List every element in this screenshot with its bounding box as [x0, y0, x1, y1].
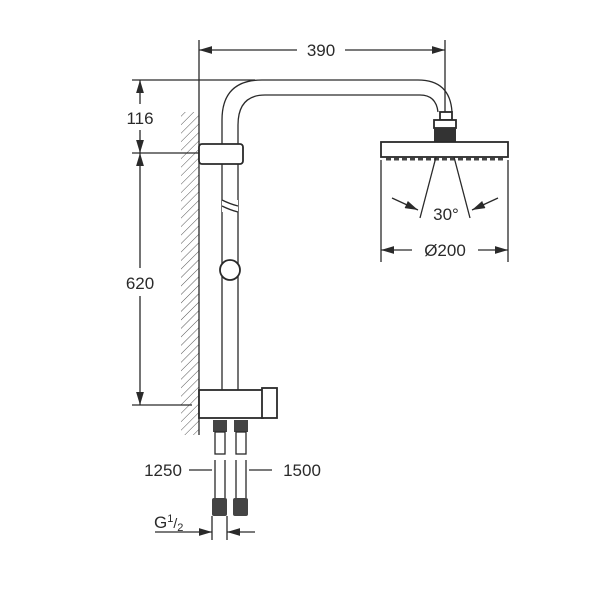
dimension-heights: 116 620	[126, 79, 255, 406]
spray-angle-label: 30°	[433, 205, 459, 224]
wall-outlet-block	[198, 389, 264, 419]
dimension-label-116: 116	[126, 109, 153, 128]
head-diameter-label: Ø200	[424, 241, 466, 260]
slider-knob	[219, 259, 241, 281]
hose-length-1250: 1250	[144, 461, 182, 480]
dimension-label-620: 620	[126, 274, 154, 293]
wall	[181, 40, 200, 435]
shower-head: 30° Ø200	[380, 119, 509, 262]
shower-rail-and-arm	[198, 79, 453, 419]
dimension-label-390: 390	[307, 41, 335, 60]
connection-hoses: 1250 1500 G1/2	[144, 420, 321, 540]
wall-bracket	[198, 143, 244, 165]
thread-size-label: G1/2	[154, 513, 183, 534]
dimension-arm-reach: 390	[199, 40, 446, 112]
hose-length-1500: 1500	[283, 461, 321, 480]
